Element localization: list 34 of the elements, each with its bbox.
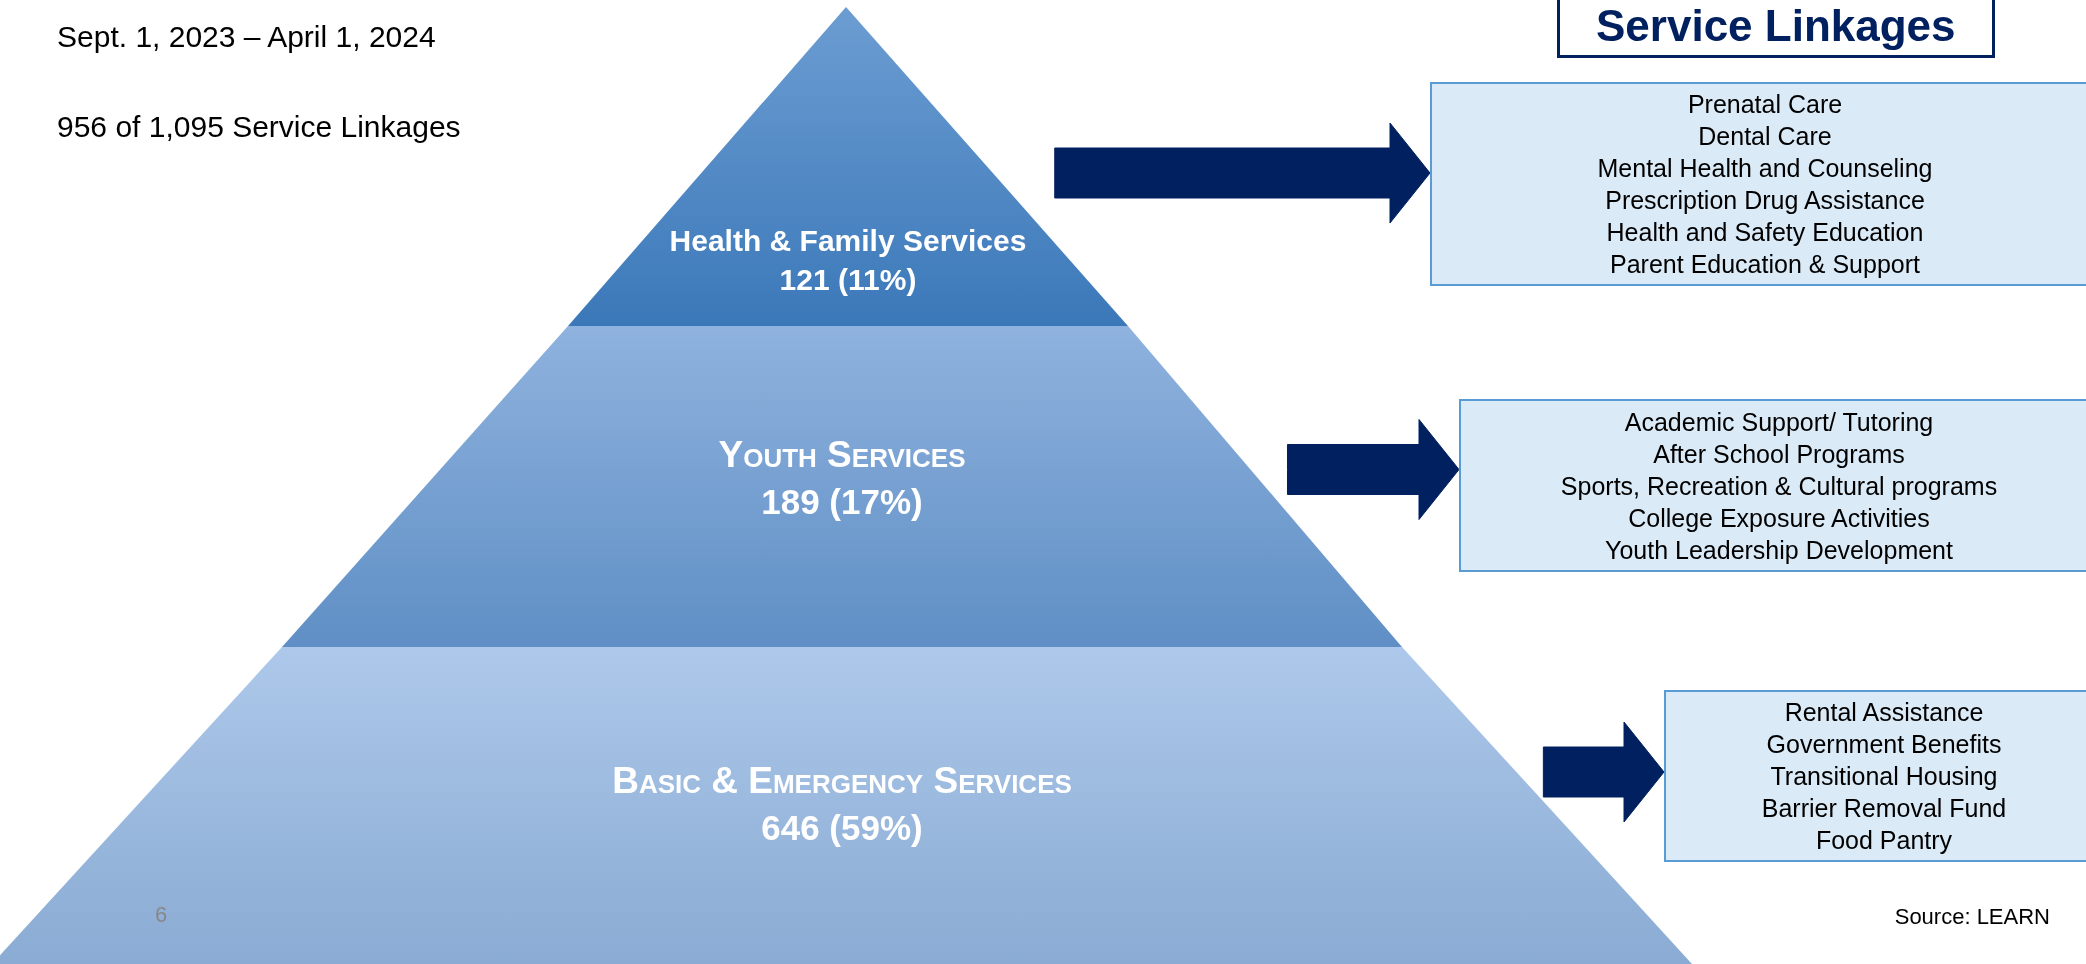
block-arrow [1287,419,1460,520]
tier-value: 646 (59%) [761,807,923,850]
tier-heading: Health & Family Services [669,223,1027,259]
tier-value: 189 (17%) [761,481,923,524]
service-item: Academic Support/ Tutoring [1624,406,1934,438]
service-item: After School Programs [1653,438,1905,470]
block-arrow [1054,122,1431,224]
service-item: Prescription Drug Assistance [1605,185,1925,216]
service-item: Barrier Removal Fund [1761,793,2007,824]
pyramid-tier [0,647,1692,964]
service-item: Dental Care [1698,121,1832,152]
page-number: 6 [155,902,168,928]
title-box: Service Linkages [1557,0,1995,58]
service-item: Government Benefits [1766,729,2002,760]
service-item: Youth Leadership Development [1605,534,1953,566]
service-list-box [1459,399,2086,572]
date-range: Sept. 1, 2023 – April 1, 2024 [57,20,436,54]
service-item: Food Pantry [1815,825,1953,856]
service-item: Mental Health and Counseling [1597,153,1933,184]
service-item: Rental Assistance [1784,697,1984,728]
tier-heading: Youth Services [718,433,966,477]
service-item: Parent Education & Support [1610,249,1920,280]
service-list-box [1430,82,2086,286]
tier-heading: Basic & Emergency Services [612,759,1072,803]
service-item: Transitional Housing [1770,761,1998,792]
service-item: Sports, Recreation & Cultural programs [1560,470,1998,502]
tier-value: 121 (11%) [779,262,917,298]
service-item: Health and Safety Education [1606,217,1924,248]
service-list-box [1664,690,2086,862]
block-arrow [1542,721,1665,823]
source-note: Source: LEARN [1894,904,2050,930]
service-item: College Exposure Activities [1628,502,1930,534]
total-count: 956 of 1,095 Service Linkages [57,110,461,144]
service-item: Prenatal Care [1687,89,1843,120]
